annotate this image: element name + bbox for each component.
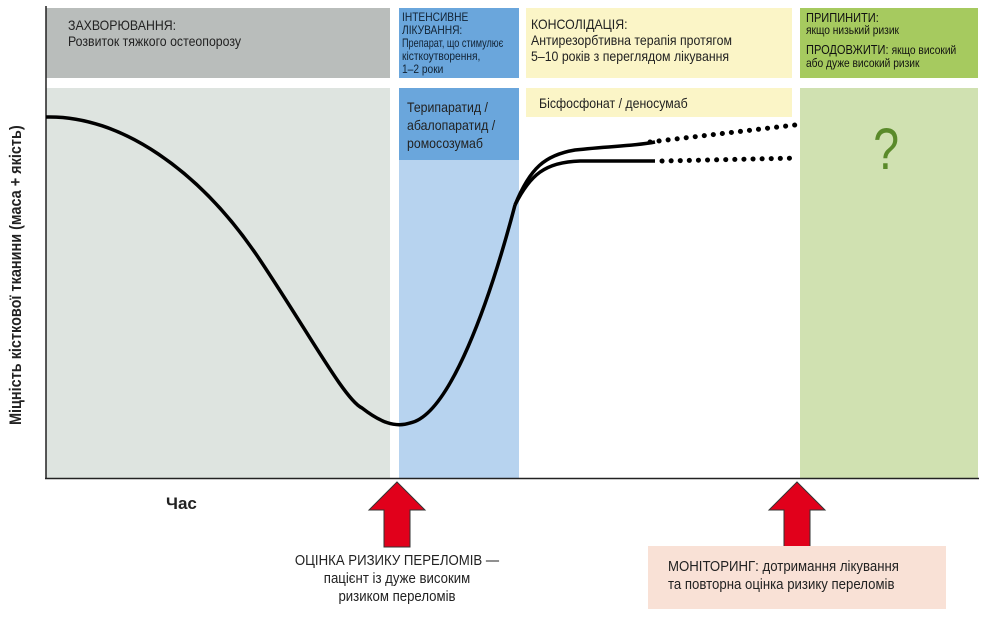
- monitoring-callout: МОНІТОРИНГ: дотримання лікування та повт…: [648, 546, 946, 609]
- callout-text: ризиком переломів: [338, 588, 456, 605]
- decision-header: ПРИПИНИТИ: якщо низький ризик ПРОДОВЖИТИ…: [800, 8, 978, 78]
- consolidation-title: КОНСОЛІДАЦІЯ:: [531, 16, 628, 32]
- drug-label: Бісфосфонат / деносумаб: [539, 95, 688, 111]
- decision-panel: ?: [800, 88, 978, 478]
- drug-label: абалопаратид /: [407, 117, 496, 133]
- question-mark: ?: [873, 117, 900, 182]
- risk-assessment-callout: ОЦІНКА РИЗИКУ ПЕРЕЛОМІВ — пацієнт із дуж…: [265, 552, 529, 606]
- curve-upper-branch: [513, 140, 656, 206]
- callout-text: ОЦІНКА РИЗИКУ ПЕРЕЛОМІВ —: [294, 552, 500, 569]
- continue-text: якщо високий: [891, 43, 957, 57]
- consolidation-drugs: Бісфосфонат / деносумаб: [526, 88, 792, 117]
- continue-title: ПРОДОВЖИТИ:: [806, 42, 889, 57]
- intensive-text: 1–2 роки: [402, 62, 444, 76]
- curve-lower-dotted: [659, 155, 801, 164]
- risk-assessment-arrow: [367, 481, 427, 548]
- curve-lower-branch: [513, 159, 655, 206]
- curve-upper-dotted: [647, 122, 798, 145]
- intensive-text: кісткоутворення,: [402, 49, 481, 63]
- disease-title: ЗАХВОРЮВАННЯ:: [68, 17, 177, 33]
- y-axis-label: Міцність кісткової тканини (маса + якіст…: [6, 125, 25, 426]
- intensive-title: ЛІКУВАННЯ:: [402, 23, 463, 37]
- consolidation-header: КОНСОЛІДАЦІЯ: Антирезорбтивна терапія пр…: [526, 8, 792, 78]
- bone-strength-curve: [45, 115, 517, 427]
- continue-text: або дуже високий ризик: [806, 56, 920, 70]
- drug-label: ромосозумаб: [407, 135, 483, 151]
- callout-text: пацієнт із дуже високим: [323, 570, 471, 587]
- x-axis-label: Час: [166, 494, 197, 513]
- intensive-header: ІНТЕНСИВНЕ ЛІКУВАННЯ: Препарат, що стиму…: [399, 8, 519, 78]
- monitoring-arrow: [767, 481, 827, 548]
- disease-panel: [46, 88, 390, 478]
- disease-header: ЗАХВОРЮВАННЯ: Розвиток тяжкого остеопоро…: [46, 8, 390, 78]
- consolidation-text: 5–10 років з переглядом лікування: [531, 48, 730, 64]
- callout-text: та повторна оцінка ризику переломів: [668, 576, 895, 593]
- stop-text: якщо низький ризик: [806, 23, 899, 37]
- consolidation-text: Антирезорбтивна терапія протягом: [531, 32, 732, 48]
- intensive-drugs: Терипаратид / абалопаратид / ромосозумаб: [399, 88, 519, 160]
- intensive-title: ІНТЕНСИВНЕ: [402, 10, 469, 24]
- callout-text: дотримання лікування: [762, 558, 899, 575]
- intensive-text: Препарат, що стимулює: [402, 36, 504, 50]
- disease-text: Розвиток тяжкого остеопорозу: [68, 33, 242, 49]
- monitoring-title: МОНІТОРИНГ:: [668, 558, 759, 575]
- drug-label: Терипаратид /: [407, 99, 488, 115]
- stop-title: ПРИПИНИТИ:: [806, 10, 879, 25]
